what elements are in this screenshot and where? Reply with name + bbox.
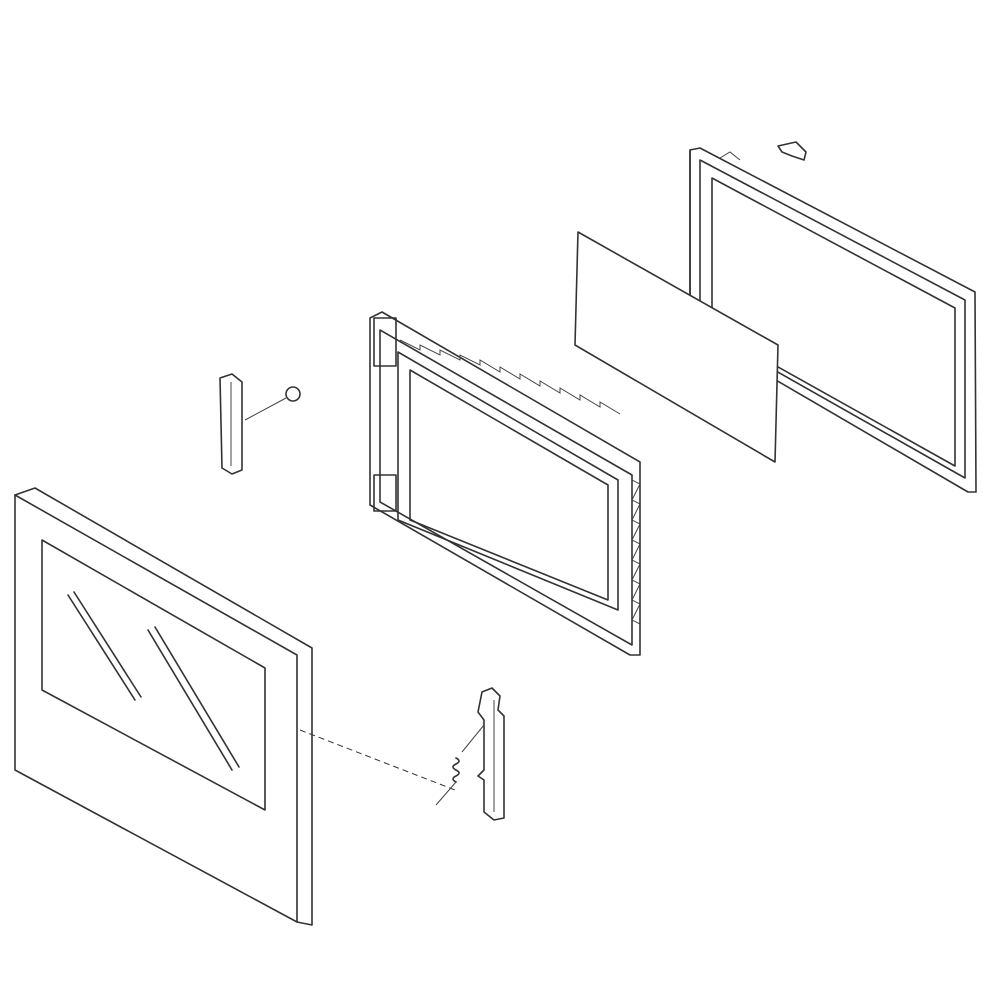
inner-door-frame [369, 311, 641, 656]
front-door-panel [14, 487, 313, 926]
latch-bar [219, 373, 243, 475]
latch-knob [244, 386, 301, 421]
door-hook [477, 687, 505, 821]
spring [299, 724, 485, 806]
glass-sheet [574, 231, 779, 463]
door-clip [777, 141, 807, 161]
